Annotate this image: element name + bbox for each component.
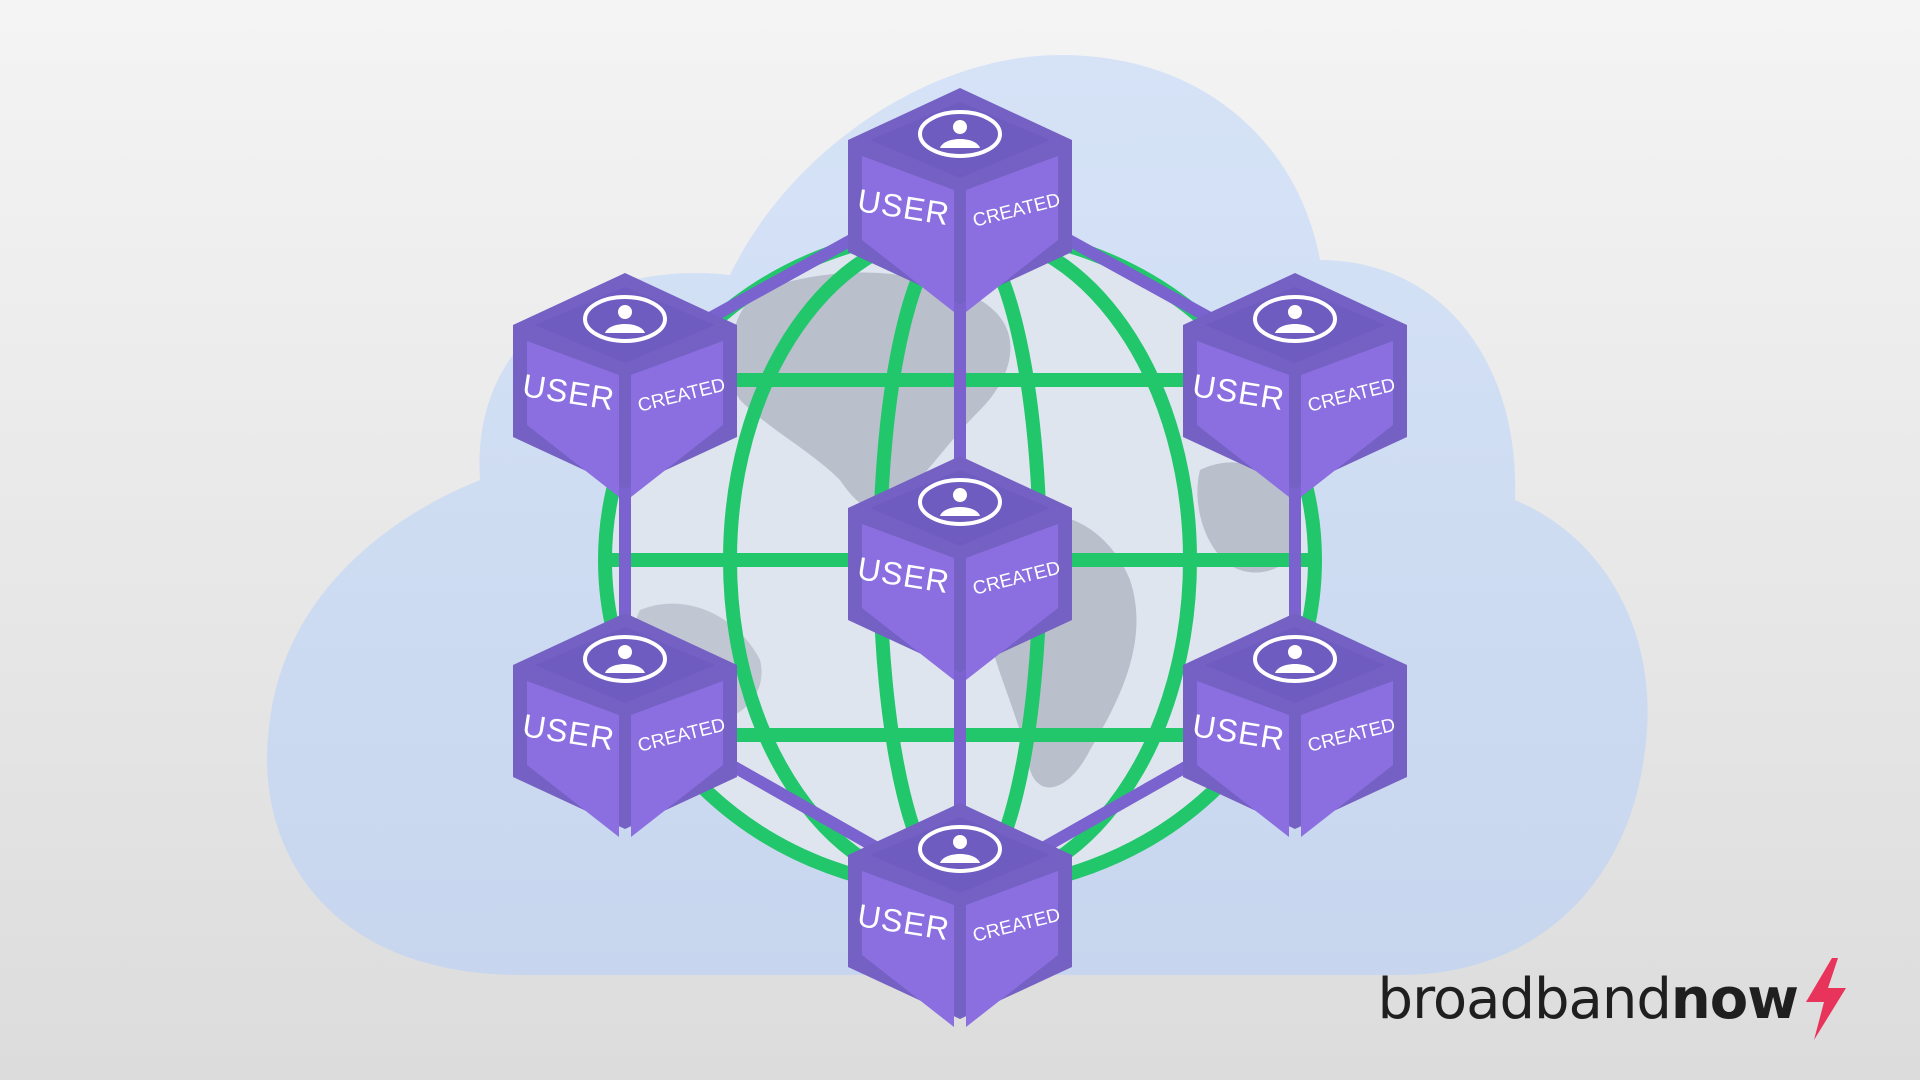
cube-left-face [1197,681,1289,837]
cube-left-face [862,524,954,680]
avatar-head [953,488,967,502]
avatar-ring [918,478,1002,526]
avatar-ring [918,110,1002,158]
lightning-bolt-icon [1806,958,1846,1040]
avatar-head [618,305,632,319]
avatar-body [940,854,980,863]
avatar-ring [918,825,1002,873]
avatar-ring [1253,635,1337,683]
user-avatar-icon [583,635,667,683]
avatar-head [953,835,967,849]
avatar-head [1288,645,1302,659]
cube-left-face [527,341,619,497]
cube-right-face [1301,341,1393,497]
avatar-head [953,120,967,134]
logo-part-broadband: broadband [1377,966,1672,1032]
cube-left-face [1197,341,1289,497]
avatar-body [940,507,980,516]
cube-right-face [631,341,723,497]
cube-left-face [527,681,619,837]
user-avatar-icon [918,110,1002,158]
avatar-head [618,645,632,659]
cube-right-face [631,681,723,837]
avatar-ring [583,635,667,683]
avatar-body [605,324,645,333]
avatar-body [940,139,980,148]
user-avatar-icon [1253,295,1337,343]
avatar-body [1275,664,1315,673]
avatar-ring [1253,295,1337,343]
cube-right-face [966,871,1058,1027]
logo-wordmark: broadbandnow [1377,966,1799,1032]
avatar-ring [583,295,667,343]
cube-right-face [1301,681,1393,837]
user-avatar-icon [918,478,1002,526]
avatar-head [1288,305,1302,319]
broadbandnow-logo[interactable]: broadbandnow [1378,958,1848,1040]
cube-right-face [966,156,1058,312]
avatar-body [605,664,645,673]
logo-part-now: now [1670,966,1799,1032]
cube-right-face [966,524,1058,680]
user-avatar-icon [583,295,667,343]
cube-left-face [862,156,954,312]
user-avatar-icon [1253,635,1337,683]
user-avatar-icon [918,825,1002,873]
cube-left-face [862,871,954,1027]
continent-africa-edge [1197,462,1301,573]
avatar-body [1275,324,1315,333]
